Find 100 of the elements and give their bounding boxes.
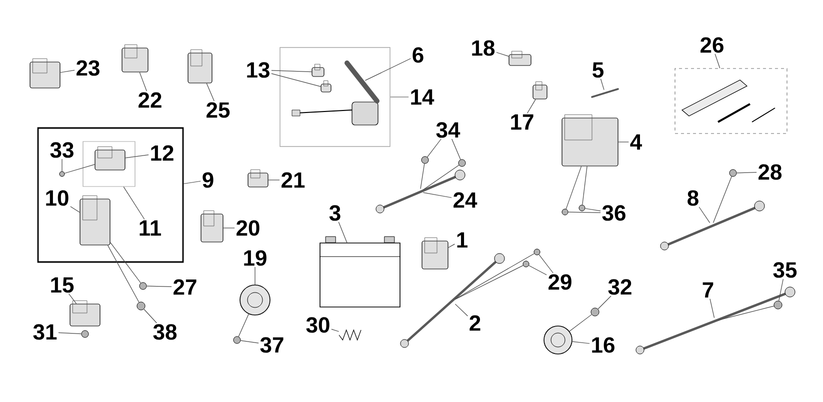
pipe-drawing	[344, 60, 380, 104]
callout-number: 18	[472, 40, 495, 56]
callout-number: 35	[773, 262, 797, 278]
leader-line	[240, 340, 259, 344]
nut-drawing	[562, 208, 568, 216]
callout-number: 20	[236, 220, 260, 236]
leader-line	[426, 138, 442, 158]
leader-line	[139, 72, 147, 92]
callout-number: 3	[329, 205, 340, 221]
callout-number: 25	[206, 102, 230, 118]
leader-line	[331, 328, 340, 332]
horn-drawing	[544, 326, 572, 354]
callout-number: 27	[174, 279, 196, 295]
callout-number: 28	[758, 164, 782, 180]
leader-line	[68, 294, 77, 304]
horn-drawing	[240, 284, 270, 316]
leader-line	[338, 222, 348, 243]
part-drawing	[70, 300, 100, 326]
callout-number: 12	[151, 145, 174, 161]
callout-number: 13	[247, 62, 270, 78]
nut-drawing	[522, 260, 530, 268]
callout-number: 34	[436, 122, 460, 138]
leader-line	[70, 206, 80, 213]
group-frame	[674, 68, 788, 134]
part-drawing	[200, 210, 224, 242]
part-drawing	[248, 170, 268, 188]
callout-number: 11	[140, 220, 162, 236]
leader-line	[710, 298, 715, 318]
battery-drawing	[319, 236, 401, 308]
leader-line	[526, 99, 536, 114]
callout-number: 21	[282, 172, 305, 188]
callout-number: 4	[630, 134, 642, 150]
leader-line	[582, 166, 588, 206]
nut-drawing	[458, 159, 466, 167]
cable-drawing	[400, 253, 505, 348]
callout-number: 37	[260, 337, 284, 353]
leader-line	[454, 253, 534, 300]
callout-number: 23	[76, 60, 100, 76]
leader-line	[569, 314, 592, 332]
leader-line	[712, 176, 732, 224]
leader-line	[144, 308, 157, 324]
leader-line	[528, 265, 547, 276]
leader-line	[454, 265, 524, 300]
callout-number: 30	[306, 317, 330, 333]
nut-drawing	[729, 169, 737, 177]
callout-number: 33	[50, 142, 74, 158]
part-drawing	[122, 44, 148, 72]
leader-line	[736, 172, 757, 174]
part-drawing	[94, 146, 126, 170]
part-drawing	[532, 82, 548, 100]
leader-line	[600, 78, 604, 90]
leader-line	[58, 332, 82, 334]
leader-line	[572, 341, 590, 344]
part-drawing	[422, 238, 448, 270]
callout-number: 24	[454, 192, 478, 208]
callout-number: 22	[138, 92, 162, 108]
part-drawing	[562, 114, 618, 166]
part-drawing	[508, 51, 532, 66]
nut-drawing	[590, 308, 600, 316]
callout-number: 7	[702, 282, 714, 298]
leader-line	[271, 70, 312, 72]
leader-line	[238, 314, 249, 337]
leader-line	[448, 244, 455, 248]
callout-number: 26	[700, 37, 724, 53]
callout-number: 31	[33, 324, 57, 340]
callout-number: 38	[153, 324, 177, 340]
leader-line	[718, 306, 774, 320]
group-frame	[37, 127, 184, 263]
nut-drawing	[233, 336, 241, 344]
group-frame	[82, 141, 136, 187]
callout-number: 17	[511, 114, 534, 130]
leader-line	[566, 166, 582, 210]
pin-drawing	[591, 88, 619, 98]
callout-number: 32	[608, 279, 632, 295]
leader-line	[422, 192, 452, 198]
part-drawing	[320, 80, 332, 92]
leader-line	[714, 54, 720, 68]
callout-number: 15	[51, 277, 74, 293]
part-drawing	[312, 64, 324, 77]
spring-drawing	[338, 329, 362, 341]
callout-number: 19	[244, 250, 266, 266]
callout-number: 5	[592, 62, 604, 78]
part-drawing	[30, 58, 60, 88]
leader-line	[123, 186, 145, 220]
callout-number: 9	[202, 172, 214, 188]
nut-drawing	[59, 171, 65, 177]
leader-line	[64, 164, 96, 174]
leader-line	[183, 180, 201, 184]
leader-line	[254, 266, 256, 285]
callout-number: 16	[592, 337, 614, 353]
nut-drawing	[421, 156, 429, 164]
leader-line	[110, 242, 142, 284]
part-drawing	[188, 50, 212, 84]
group-frame	[280, 47, 390, 147]
nut-drawing	[81, 330, 89, 338]
leader-line	[778, 278, 784, 302]
callout-number: 6	[412, 47, 424, 63]
callout-number: 36	[602, 205, 626, 221]
leader-line	[584, 208, 601, 212]
leader-line	[568, 212, 601, 214]
